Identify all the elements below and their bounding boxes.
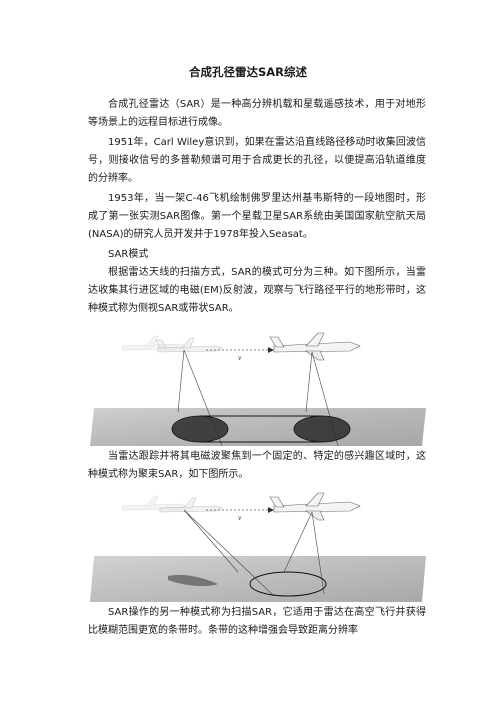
velocity-label: v [238,515,242,522]
terrain-strip [90,408,426,446]
radar-footprint [249,571,327,597]
stripmap-sar-diagram: v [90,332,426,446]
paragraph-history-1951: 1951年，Carl Wiley意识到，如果在雷达沿直线路径移动时收集回波信号，… [88,137,426,184]
radar-footprint [171,415,229,443]
spotlight-sar-diagram: v [90,492,426,602]
radar-footprint [293,415,351,443]
velocity-label: v [238,355,242,362]
aircraft-icon [269,332,361,361]
aircraft-icon [269,492,361,521]
paragraph-stripmap-mode: 根据雷达天线的扫描方式，SAR的模式可分为三种。如下图所示，当雷达收集其行进区域… [88,267,426,314]
aircraft-trail-icon [155,337,223,353]
arrow-icon [268,507,274,513]
terrain-strip [90,556,426,602]
aircraft-trail-icon [159,497,223,513]
section-heading-sar-modes: SAR模式 [108,249,149,260]
paragraph-intro: 合成孔径雷达（SAR）是一种高分辨机载和星载遥感技术，用于对地形等场景上的远程目… [88,99,426,128]
figure-spotlight-sar: v [88,488,426,602]
paragraph-history-1953: 1953年，当一架C-46飞机绘制佛罗里达州基韦斯特的一段地图时，形成了第一张实… [88,193,426,240]
arrow-icon [268,347,274,353]
paragraph-scansar-mode: SAR操作的另一种模式称为扫描SAR，它适用于雷达在高空飞行并获得比模糊范围更宽… [88,607,426,636]
terrain-feature [168,574,218,587]
figure-stripmap-sar: v [88,328,426,446]
radar-beam [183,509,325,597]
document-title: 合成孔径雷达SAR综述 [188,65,308,79]
paragraph-spotlight-mode: 当雷达跟踪并将其电磁波聚焦到一个固定的、特定的感兴趣区域时，这种模式称为聚束SA… [88,451,426,480]
